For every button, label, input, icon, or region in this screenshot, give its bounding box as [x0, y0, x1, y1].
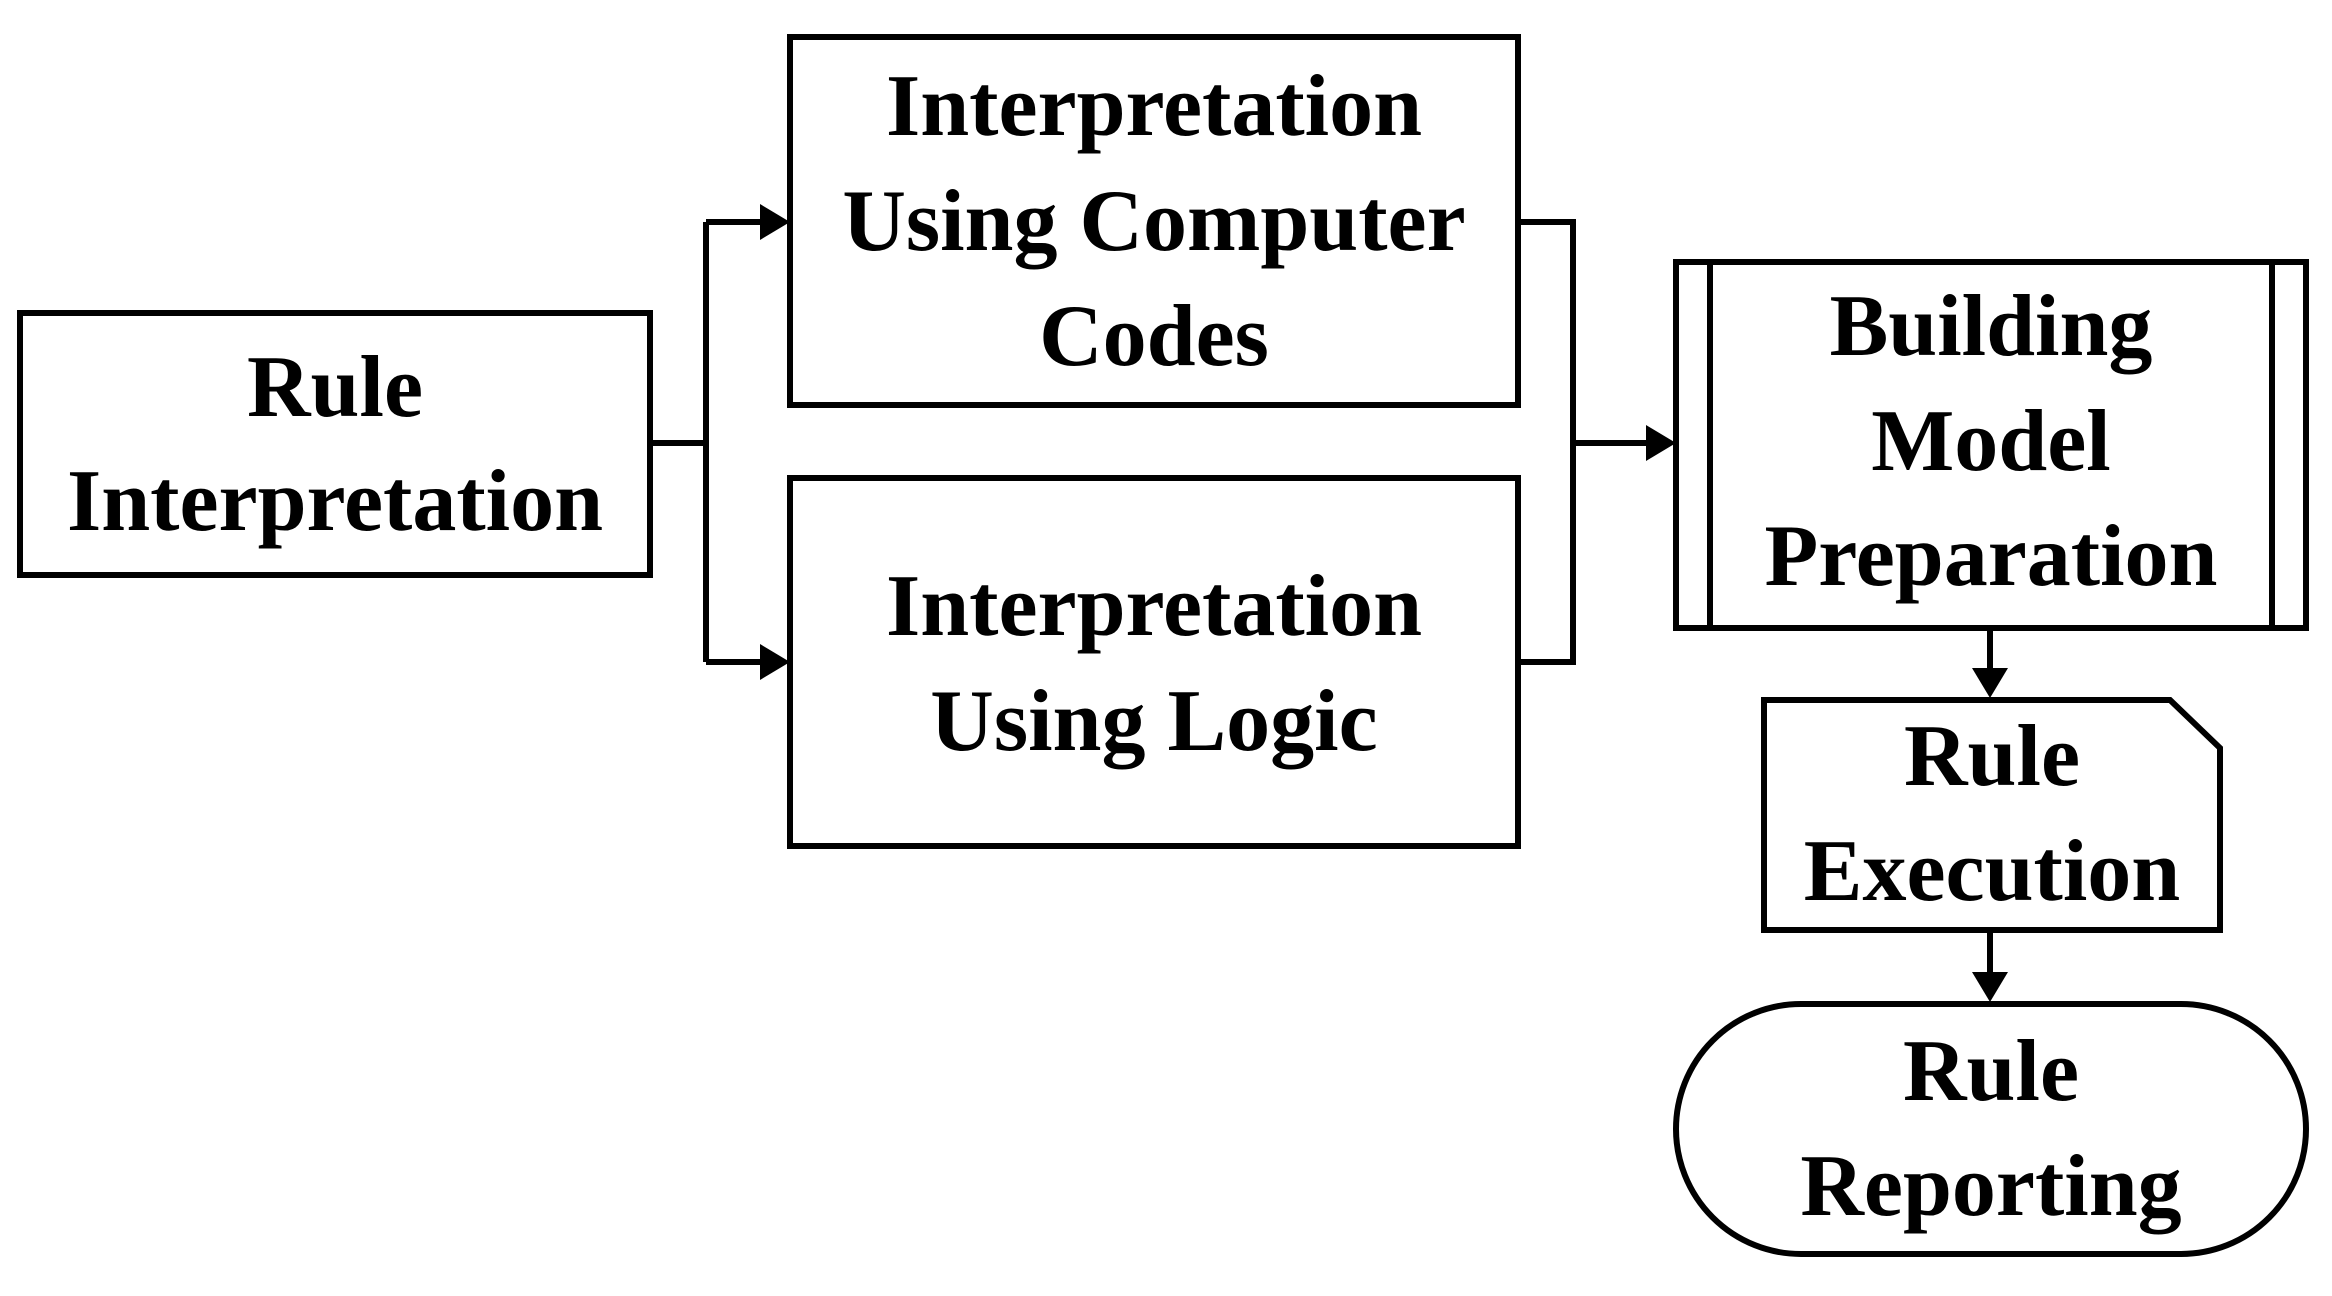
node-rule-reporting: Rule Reporting: [1673, 1001, 2309, 1257]
connector-merge-upper: [1520, 219, 1576, 665]
node-rule-interpretation-line1: Rule: [247, 339, 423, 436]
node-computer-codes-line3: Codes: [1039, 288, 1269, 385]
node-building-line2: Model: [1871, 393, 2111, 490]
node-building-line1: Building: [1830, 278, 2153, 375]
arrowhead-reporting: [1972, 972, 2008, 1002]
arrowhead-execution: [1972, 668, 2008, 698]
node-rule-interpretation-line2: Interpretation: [67, 453, 603, 550]
arrowhead-logic: [760, 644, 790, 680]
arrowhead-computer-codes: [760, 204, 790, 240]
node-interpretation-logic: Interpretation Using Logic: [787, 475, 1521, 849]
node-rule-execution: Rule Execution: [1761, 697, 2223, 933]
node-logic-line1: Interpretation: [886, 558, 1422, 655]
node-logic-line2: Using Logic: [930, 673, 1377, 770]
connectors: [650, 204, 2008, 1002]
node-reporting-line2: Reporting: [1800, 1138, 2181, 1235]
node-computer-codes-line1: Interpretation: [886, 58, 1422, 155]
node-reporting-line1: Rule: [1903, 1023, 2079, 1120]
node-execution-line2: Execution: [1804, 823, 2180, 920]
arrowhead-building: [1646, 425, 1676, 461]
node-execution-line1: Rule: [1904, 708, 2080, 805]
node-building-model-preparation: Building Model Preparation: [1673, 259, 2309, 631]
node-interpretation-computer-codes: Interpretation Using Computer Codes: [787, 34, 1521, 408]
node-rule-interpretation: Rule Interpretation: [17, 310, 653, 578]
node-building-line3: Preparation: [1765, 508, 2218, 605]
node-computer-codes-line2: Using Computer: [842, 173, 1465, 270]
